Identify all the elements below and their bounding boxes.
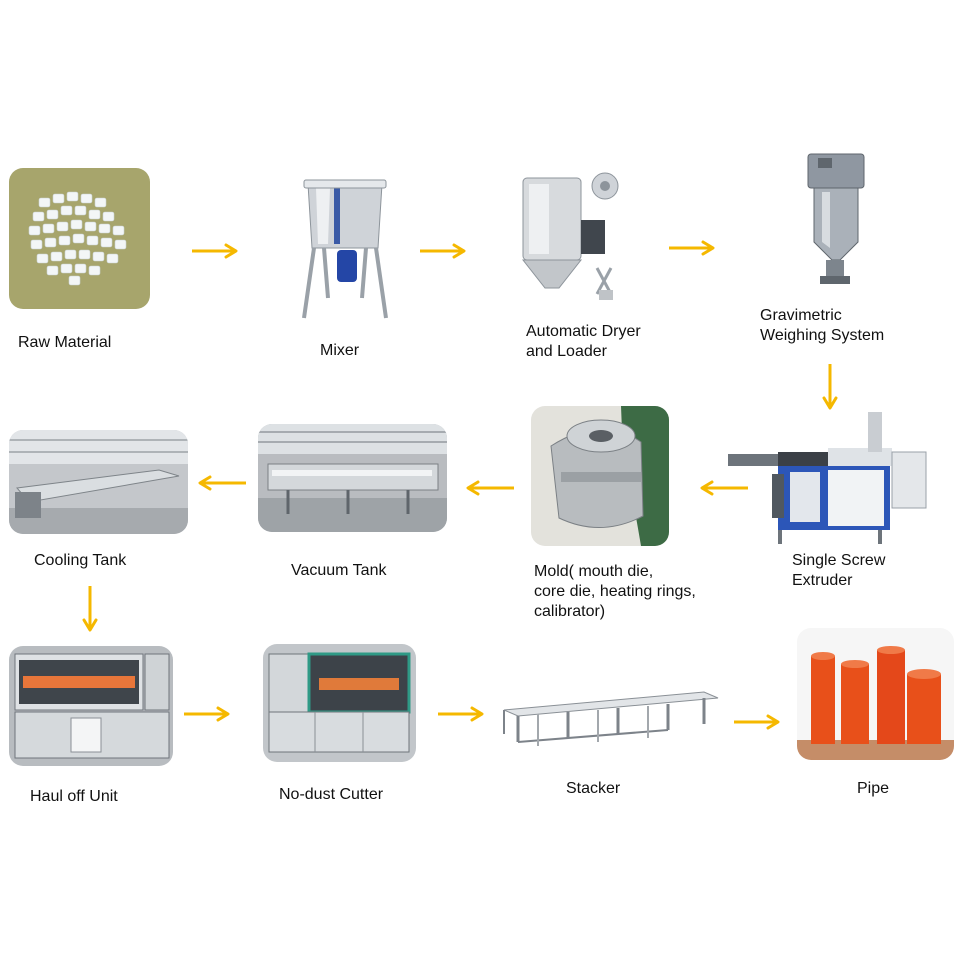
no-dust-cutter-image — [263, 644, 416, 762]
label-haul-off-unit: Haul off Unit — [30, 787, 118, 807]
label-line: calibrator) — [534, 603, 606, 620]
label-line: Stacker — [566, 780, 621, 797]
label-pipe: Pipe — [857, 779, 889, 799]
vacuum-tank-image — [258, 424, 447, 532]
mold-image — [531, 406, 669, 546]
right-arrow-icon — [669, 240, 717, 256]
right-arrow-icon — [734, 714, 782, 730]
label-line: Vacuum Tank — [291, 562, 387, 579]
raw-material-image — [9, 168, 150, 309]
label-weighing-system: Gravimetric Weighing System — [760, 306, 884, 346]
right-arrow-icon — [438, 706, 486, 722]
label-line: Automatic Dryer — [526, 323, 641, 340]
label-line: Single Screw — [792, 552, 886, 569]
label-line: Pipe — [857, 780, 890, 797]
stacker-image — [498, 686, 720, 752]
label-raw-material: Raw Material — [18, 333, 111, 353]
right-arrow-icon — [192, 243, 240, 259]
label-cooling-tank: Cooling Tank — [34, 551, 126, 571]
right-arrow-icon — [420, 243, 468, 259]
label-stacker: Stacker — [566, 779, 620, 799]
label-no-dust-cutter: No-dust Cutter — [279, 785, 383, 805]
haul-off-unit-image — [9, 646, 173, 766]
label-line: Mixer — [320, 342, 360, 359]
mixer-image — [300, 178, 390, 326]
label-line: Extruder — [792, 572, 853, 589]
dryer-image — [515, 168, 627, 308]
label-line: core die, heating rings, — [534, 583, 696, 600]
label-line: Mold( mouth die, — [534, 563, 654, 580]
label-line: Haul off Unit — [30, 788, 118, 805]
label-line: and Loader — [526, 343, 607, 360]
label-line: No-dust Cutter — [279, 786, 384, 803]
label-mixer: Mixer — [320, 341, 359, 361]
label-line: Gravimetric — [760, 307, 842, 324]
cooling-tank-image — [9, 430, 188, 534]
right-arrow-icon — [184, 706, 232, 722]
left-arrow-icon — [696, 480, 748, 496]
label-line: Raw Material — [18, 334, 112, 351]
label-mold: Mold( mouth die, core die, heating rings… — [534, 562, 696, 622]
weighing-system-image — [800, 152, 868, 290]
left-arrow-icon — [462, 480, 514, 496]
down-arrow-icon — [822, 364, 838, 412]
left-arrow-icon — [194, 475, 246, 491]
label-line: Weighing System — [760, 327, 885, 344]
label-line: Cooling Tank — [34, 552, 127, 569]
label-vacuum-tank: Vacuum Tank — [291, 561, 386, 581]
label-dryer: Automatic Dryer and Loader — [526, 322, 641, 362]
label-extruder: Single Screw Extruder — [792, 551, 885, 591]
down-arrow-icon — [82, 586, 98, 634]
extruder-image — [720, 408, 930, 548]
pipe-image — [797, 628, 954, 760]
